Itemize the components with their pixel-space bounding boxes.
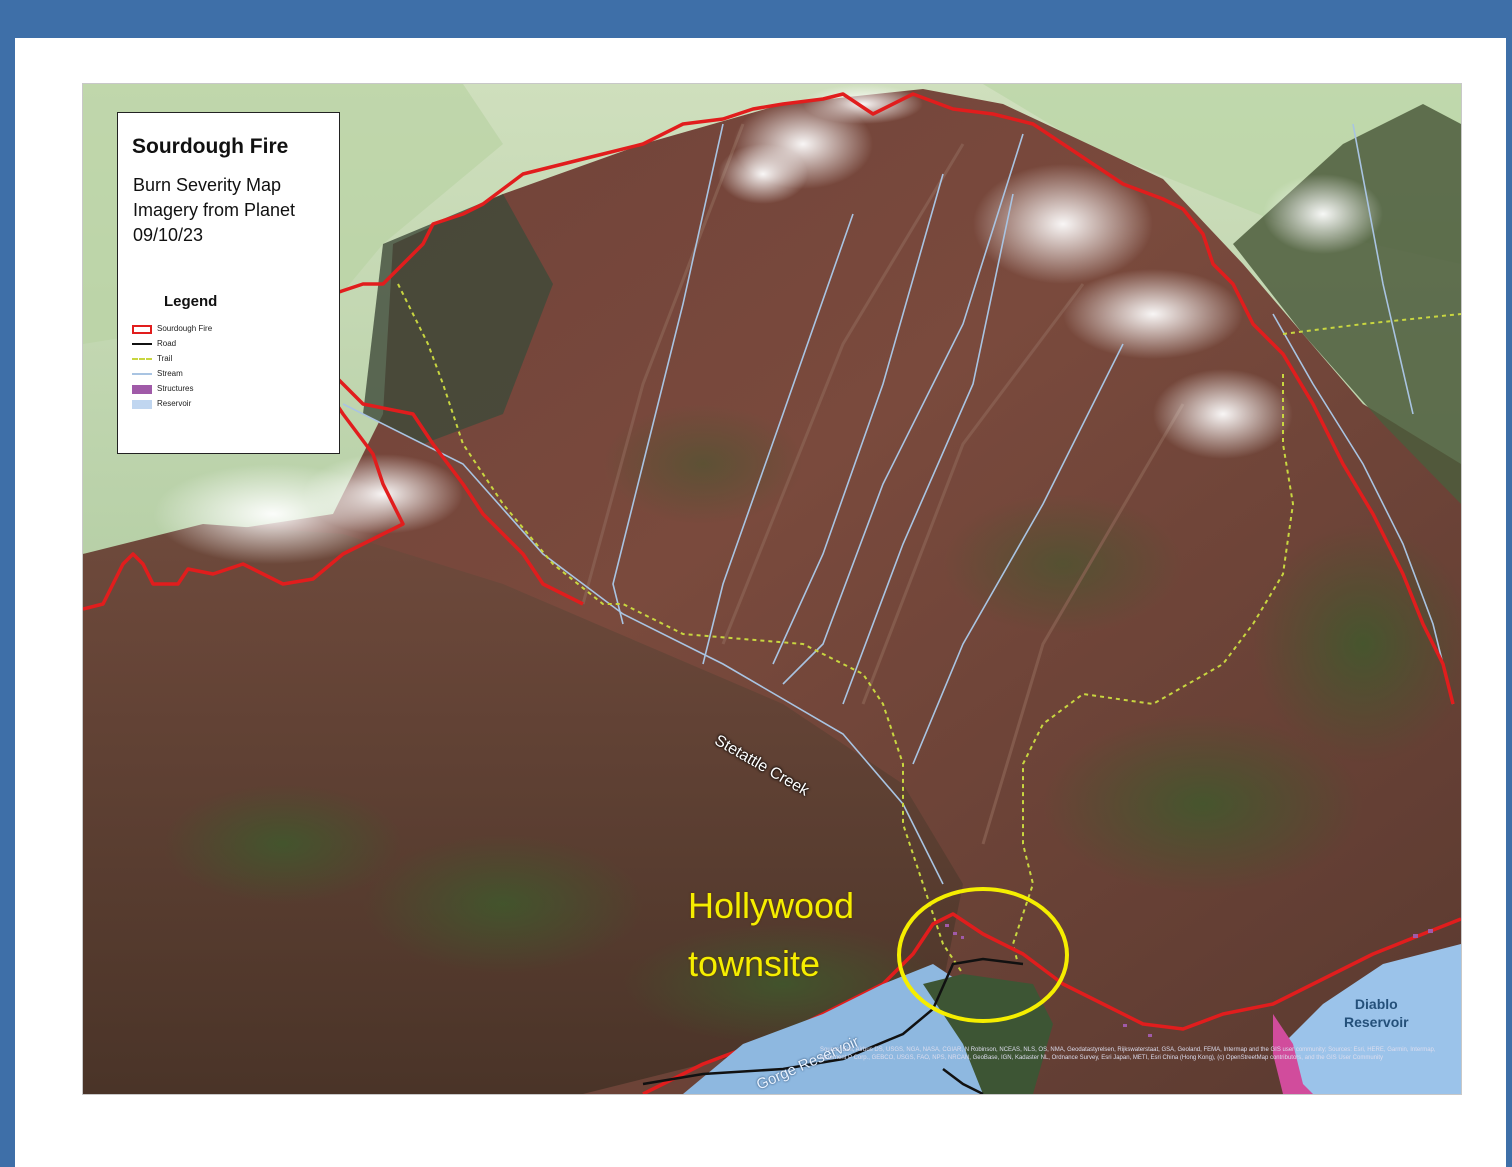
frame-right-bar (1506, 0, 1512, 1167)
legend-item-structures: Structures (132, 383, 322, 396)
legend-subtitle-line-3: 09/10/23 (133, 225, 204, 245)
diablo-reservoir-label: Diablo Reservoir (1344, 995, 1409, 1031)
diablo-label-line-1: Diablo (1354, 996, 1398, 1012)
legend-item-road: Road (132, 338, 322, 351)
legend-item-label: Reservoir (157, 399, 192, 408)
legend-item-label: Sourdough Fire (157, 324, 213, 333)
legend-item-label: Trail (157, 354, 173, 363)
reservoir-box-icon (132, 400, 152, 409)
terrain-svg (83, 84, 1461, 1094)
legend-item-label: Stream (157, 369, 183, 378)
hollywood-circle (897, 887, 1069, 1023)
legend-item-stream: Stream (132, 368, 322, 381)
legend-item-label: Road (157, 339, 177, 348)
hollywood-label-line-2: townsite (688, 943, 821, 984)
stream-line-icon (132, 373, 152, 375)
legend-map-title: Sourdough Fire (132, 135, 289, 158)
fire-perimeter-icon (132, 325, 152, 334)
legend-item-trail: Trail (132, 353, 322, 366)
legend-item-fire: Sourdough Fire (132, 323, 322, 336)
map-legend: Sourdough Fire Burn Severity Map Imagery… (117, 112, 340, 454)
map-attribution: Source: Esri, Airbus DS, USGS, NGA, NASA… (820, 1047, 1436, 1061)
hollywood-label-line-1: Hollywood (688, 885, 855, 926)
structures-box-icon (132, 385, 152, 394)
legend-heading: Legend (164, 293, 218, 310)
legend-item-label: Structures (157, 384, 194, 393)
trail-line-icon (132, 358, 152, 360)
legend-subtitle-line-1: Burn Severity Map (133, 175, 282, 195)
diablo-label-line-2: Reservoir (1344, 1014, 1409, 1030)
road-line-icon (132, 343, 152, 345)
terrain-map[interactable] (82, 83, 1462, 1095)
frame-left-bar (0, 0, 15, 1167)
frame-top-bar (0, 0, 1512, 38)
legend-subtitle-line-2: Imagery from Planet (133, 200, 296, 220)
legend-item-reservoir: Reservoir (132, 398, 322, 411)
